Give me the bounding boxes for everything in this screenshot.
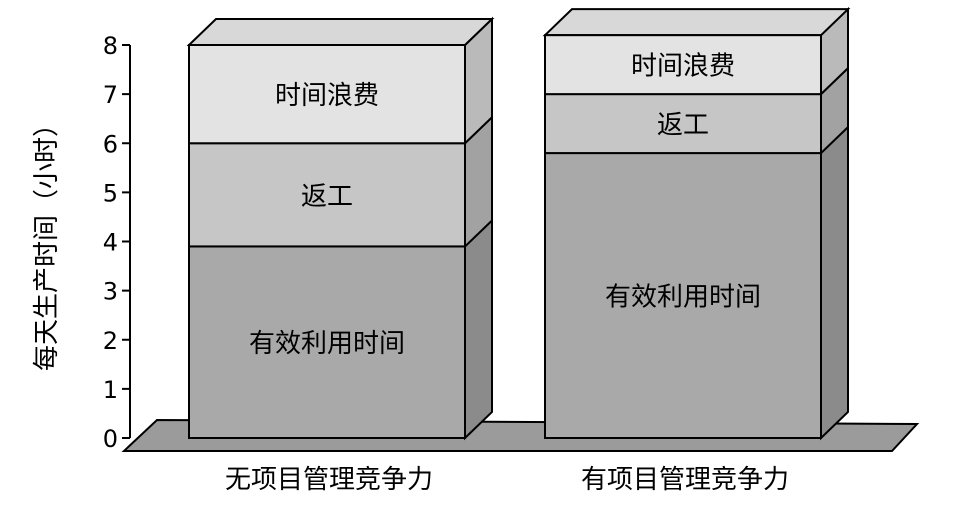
bar-top-1 <box>542 8 851 37</box>
y-tick-label-1: 1 <box>103 376 118 404</box>
bar-segment-1-2 <box>544 34 822 96</box>
bar-segment-0-2 <box>188 44 466 145</box>
segment-label-1-2: 时间浪费 <box>631 52 735 82</box>
bar-segment-1-1 <box>544 93 822 155</box>
segment-label-1-1: 返工 <box>657 111 709 141</box>
y-tick-label-2: 2 <box>103 327 118 355</box>
y-tick-label-4: 4 <box>103 229 118 257</box>
y-tick-label-7: 7 <box>103 81 118 109</box>
bar-side-0-0 <box>464 218 493 441</box>
segment-label-0-1: 返工 <box>301 182 353 212</box>
y-tick-label-6: 6 <box>103 130 118 158</box>
y-tick-label-0: 0 <box>103 425 118 453</box>
bar-segment-1-0 <box>544 152 822 439</box>
segment-label-0-0: 有效利用时间 <box>249 329 405 359</box>
bar-top-0 <box>186 18 495 46</box>
category-label-0: 无项目管理竞争力 <box>225 465 433 495</box>
segment-label-0-2: 时间浪费 <box>275 81 379 111</box>
bar-segment-0-1 <box>188 142 466 248</box>
category-label-1: 有项目管理竞争力 <box>581 465 789 495</box>
y-axis-title: 每天生产时间（小时） <box>32 111 62 371</box>
bar-segment-0-0 <box>188 245 466 439</box>
y-tick-label-8: 8 <box>103 32 118 60</box>
segment-label-1-0: 有效利用时间 <box>605 283 761 313</box>
y-tick-label-3: 3 <box>103 278 118 306</box>
bar-side-1-0 <box>820 124 849 441</box>
y-tick-label-5: 5 <box>103 179 118 207</box>
